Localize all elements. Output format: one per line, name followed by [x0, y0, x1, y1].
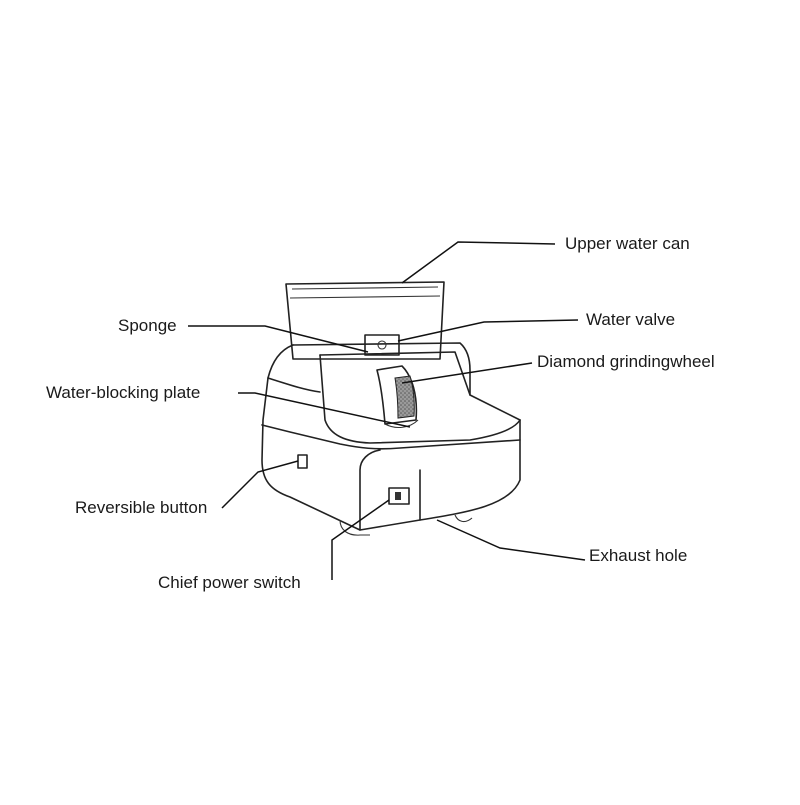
- upper-water-can-shape: [285, 281, 445, 360]
- leader-reversible-button: [221, 460, 299, 509]
- label-reversible-button: Reversible button: [75, 498, 208, 517]
- leader-water-blocking-plate: [238, 392, 411, 428]
- machine-body-shape: [261, 342, 521, 536]
- leader-sponge: [188, 325, 369, 353]
- label-water-blocking-plate: Water-blocking plate: [46, 383, 201, 402]
- chief-power-switch-shape: [388, 487, 410, 505]
- label-exhaust-hole: Exhaust hole: [589, 546, 688, 565]
- label-diamond-grinding-wheel: Diamond grindingwheel: [537, 352, 715, 371]
- diamond-grinding-wheel-shape: [376, 365, 419, 429]
- leader-diamond-grinding-wheel: [401, 362, 533, 384]
- label-water-valve: Water valve: [586, 310, 676, 329]
- leader-upper-water-can: [401, 241, 556, 284]
- leader-water-valve: [397, 319, 579, 342]
- leader-exhaust-hole: [436, 519, 586, 561]
- label-chief-power-switch: Chief power switch: [158, 573, 301, 592]
- leader-lines: [188, 241, 586, 580]
- label-upper-water-can: Upper water can: [565, 234, 690, 253]
- leader-chief-power-switch: [331, 499, 390, 580]
- water-valve-shape: [364, 334, 400, 356]
- reversible-button-shape: [297, 454, 308, 469]
- label-sponge: Sponge: [118, 316, 177, 335]
